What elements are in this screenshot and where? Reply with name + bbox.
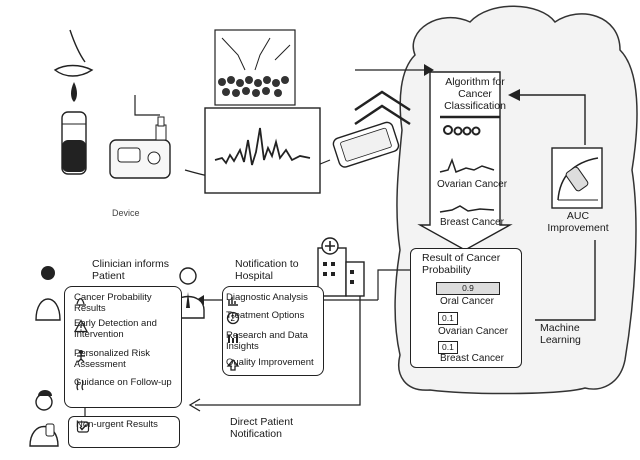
drop-to-device-line — [134, 95, 160, 116]
hospital-title: Notification to Hospital — [235, 258, 299, 282]
non-urgent-item: Non-urgent Results — [76, 419, 174, 433]
breast-value-box: 0.1 — [438, 341, 458, 354]
ovarian-cancer-label: Ovarian Cancer — [438, 326, 509, 337]
wave-icon — [76, 379, 84, 391]
result-panel — [410, 248, 522, 368]
svg-text:2: 2 — [231, 314, 236, 323]
clinician-item-label: Personalized Risk Assessment — [74, 348, 151, 370]
graph-icon — [76, 298, 86, 306]
data-bars-icon — [228, 334, 238, 343]
hospital-item-diagnostic: Diagnostic Analysis — [226, 292, 320, 306]
warning-icon — [74, 319, 88, 333]
clinician-panel — [64, 286, 182, 408]
ml-loop-line — [535, 240, 596, 321]
direct-notification-label: Direct Patient Notification — [230, 416, 330, 440]
hospital-item-research: Research and Data Insights — [226, 330, 320, 352]
ovarian-value-box: 0.1 — [438, 312, 458, 325]
clinician-item-label: Early Detection and Intervention — [74, 318, 157, 340]
hospital-item-label: Treatment Options — [226, 310, 305, 321]
result-title: Result of Cancer Probability — [422, 252, 501, 276]
checkmark-icon — [76, 421, 90, 433]
algorithm-breast-label: Breast Cancer — [440, 217, 504, 228]
clinician-item-risk: Personalized Risk Assessment — [74, 348, 178, 370]
clinician-item-early: Early Detection and Intervention — [74, 318, 178, 340]
clinician-item-label: Guidance on Follow-up — [74, 377, 172, 388]
oral-cancer-label: Oral Cancer — [440, 296, 494, 307]
result-to-hospital-line — [377, 269, 410, 300]
chevron-up-icon — [354, 90, 411, 126]
number-2-icon: 2 — [226, 311, 240, 325]
hospital-item-treatment: 2 Treatment Options — [226, 310, 320, 325]
hospital-item-quality: Quality Improvement — [226, 357, 320, 371]
hospital-item-label: Quality Improvement — [226, 357, 314, 368]
person-icon — [77, 350, 85, 363]
auc-label: AUC Improvement — [547, 210, 609, 234]
breast-cancer-label: Breast Cancer — [440, 353, 504, 364]
auc-feedback-arrow — [515, 94, 586, 145]
up-arrow-icon — [226, 358, 240, 371]
oral-value-box: 0.9 — [436, 282, 500, 295]
bar-chart-icon — [228, 297, 238, 306]
device-label: Device — [112, 208, 140, 218]
clinician-title: Clinician informs Patient — [92, 258, 170, 282]
hospital-panel — [222, 286, 324, 376]
machine-learning-label: Machine Learning — [540, 322, 581, 346]
algorithm-ovarian-label: Ovarian Cancer — [437, 179, 508, 190]
hospital-item-label: Research and Data Insights — [226, 330, 308, 352]
algorithm-title: Algorithm for Cancer Classification — [444, 76, 506, 112]
direct-notification-arrow — [188, 295, 361, 412]
clinician-item-results: Cancer Probability Results — [74, 292, 178, 314]
hospital-item-label: Diagnostic Analysis — [226, 292, 308, 303]
clinician-item-label: Cancer Probability Results — [74, 292, 152, 314]
non-urgent-label: Non-urgent Results — [76, 419, 158, 430]
clinician-item-guidance: Guidance on Follow-up — [74, 377, 178, 391]
